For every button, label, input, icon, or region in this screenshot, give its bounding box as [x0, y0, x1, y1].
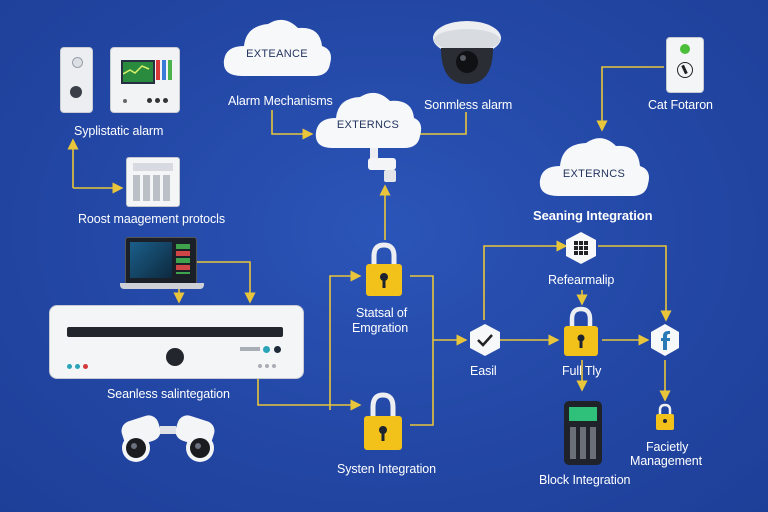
access-keypad-device — [564, 401, 602, 465]
label-facietly: Facietly — [646, 440, 689, 454]
twin-camera-icon — [114, 412, 222, 464]
grid-hex-icon — [565, 231, 597, 265]
alarm-sensor-device — [60, 47, 93, 113]
nvr-recorder-device — [49, 305, 304, 379]
padlock-icon-small — [655, 403, 675, 431]
facebook-hex-icon — [650, 323, 680, 357]
label-management: Management — [630, 454, 702, 468]
label-alarm-mechanisms: Alarm Mechanisms — [228, 94, 333, 108]
label-sonmless-alarm: Sonmless alarm — [424, 98, 513, 112]
dome-camera-icon — [432, 18, 502, 86]
padlock-icon-top — [364, 242, 404, 298]
label-syplistatic-alarm: Syplistatic alarm — [74, 124, 164, 138]
external-cloud-right: EXTERNCS — [538, 132, 650, 198]
label-full-tly: Full Tly — [562, 364, 602, 378]
external-cloud-top-left: EXTEANCE — [222, 14, 332, 78]
label-emgration: Emgration — [352, 321, 409, 335]
label-system-integration: Systen Integration — [337, 462, 436, 476]
bullet-camera-icon — [364, 148, 400, 184]
padlock-icon-right — [562, 306, 600, 358]
external-cloud-center: EXTERNCS — [314, 88, 422, 150]
smart-switch-device — [666, 37, 704, 93]
label-block-integration: Block Integration — [539, 473, 631, 487]
label-roost-management: Roost maagement protocls — [78, 212, 225, 226]
alarm-panel-device — [110, 47, 180, 113]
label-seanless-sal-integration: Seanless salintegation — [107, 387, 230, 401]
laptop-icon — [120, 237, 204, 293]
padlock-icon-bottom — [362, 392, 404, 452]
keypad-device — [126, 157, 180, 207]
check-hex-icon — [469, 323, 501, 357]
label-refearmalip: Refearmalip — [548, 273, 615, 287]
label-easil: Easil — [470, 364, 497, 378]
label-cat-fotaron: Cat Fotaron — [648, 98, 713, 112]
label-statsal-of: Statsal of — [356, 306, 408, 320]
label-seaning-integration: Seaning Integration — [533, 208, 653, 223]
